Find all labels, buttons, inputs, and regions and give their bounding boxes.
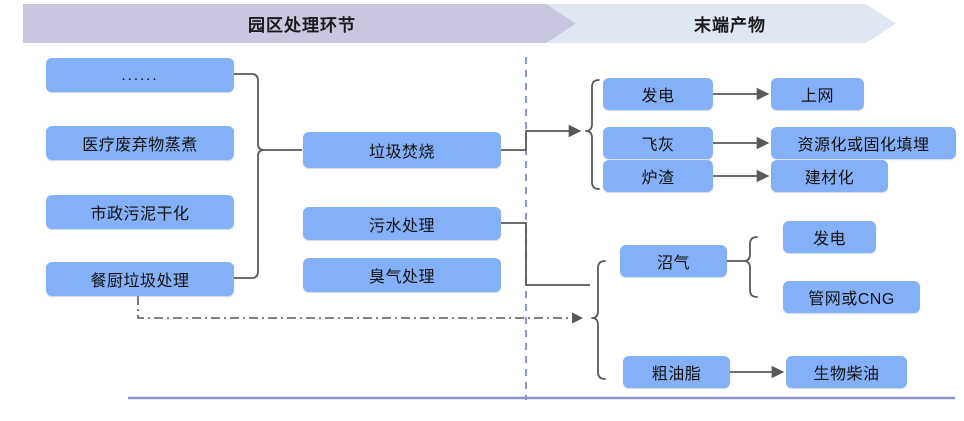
node-label: 污水处理 [368,217,435,235]
banner-stage-2-label: 末端产物 [694,16,766,35]
node-label: 市政污泥干化 [90,206,190,223]
node-label: 炉渣 [641,170,675,187]
brace-biogas-products [743,236,758,298]
node-input-municipal-sludge[interactable]: 市政污泥干化 [46,195,234,229]
node-label: 发电 [641,88,675,105]
wire-kitchen-dashdot [137,296,584,324]
brace-inputs [233,73,265,279]
banner-stage-1-label: 园区处理环节 [248,16,356,35]
wire-incineration-to-top-brace [501,124,582,151]
wire-wastewater-odor-to-bottom-brace [501,222,590,286]
banner-stage-1: 园区处理环节 [23,4,581,43]
banner-stage-2: 末端产物 [546,4,896,43]
node-label: 臭气处理 [368,269,435,286]
node-input-kitchen-waste[interactable]: 餐厨垃圾处理 [46,262,234,296]
node-label: 餐厨垃圾处理 [90,273,190,290]
node-input-dots[interactable]: ...... [46,58,234,92]
node-outcome-landfill[interactable]: 资源化或固化填埋 [771,127,956,159]
node-label: 上网 [800,88,834,105]
node-label: ...... [121,66,159,84]
node-label: 沼气 [656,255,690,272]
node-outcome-biodiesel[interactable]: 生物柴油 [786,356,907,388]
node-label: 飞灰 [641,137,675,154]
node-label: 粗油脂 [651,366,702,383]
brace-top-products [585,79,600,190]
node-output-biogas[interactable]: 沼气 [620,245,727,277]
node-process-incineration[interactable]: 垃圾焚烧 [303,132,501,168]
node-label: 垃圾焚烧 [368,144,435,161]
node-label: 医疗废弃物蒸煮 [82,137,198,154]
node-outcome-pipeline-cng[interactable]: 管网或CNG [783,281,920,313]
node-label: 建材化 [804,170,855,187]
brace-bottom-products [591,260,606,380]
node-outcome-power-biogas[interactable]: 发电 [783,221,876,253]
node-output-slag[interactable]: 炉渣 [603,160,713,192]
node-label: 资源化或固化填埋 [797,137,930,154]
node-process-wastewater[interactable]: 污水处理 [303,207,501,240]
node-input-medical-waste[interactable]: 医疗废弃物蒸煮 [46,126,234,160]
node-outcome-building-material[interactable]: 建材化 [771,160,888,192]
node-output-fly-ash[interactable]: 飞灰 [603,127,713,159]
node-label: 发电 [812,231,846,248]
node-process-odor[interactable]: 臭气处理 [303,258,501,292]
node-outcome-grid[interactable]: 上网 [771,78,864,110]
node-label: 生物柴油 [813,366,880,383]
node-output-crude-grease[interactable]: 粗油脂 [623,356,730,388]
node-label: 管网或CNG [808,291,895,308]
node-output-power[interactable]: 发电 [603,78,713,110]
